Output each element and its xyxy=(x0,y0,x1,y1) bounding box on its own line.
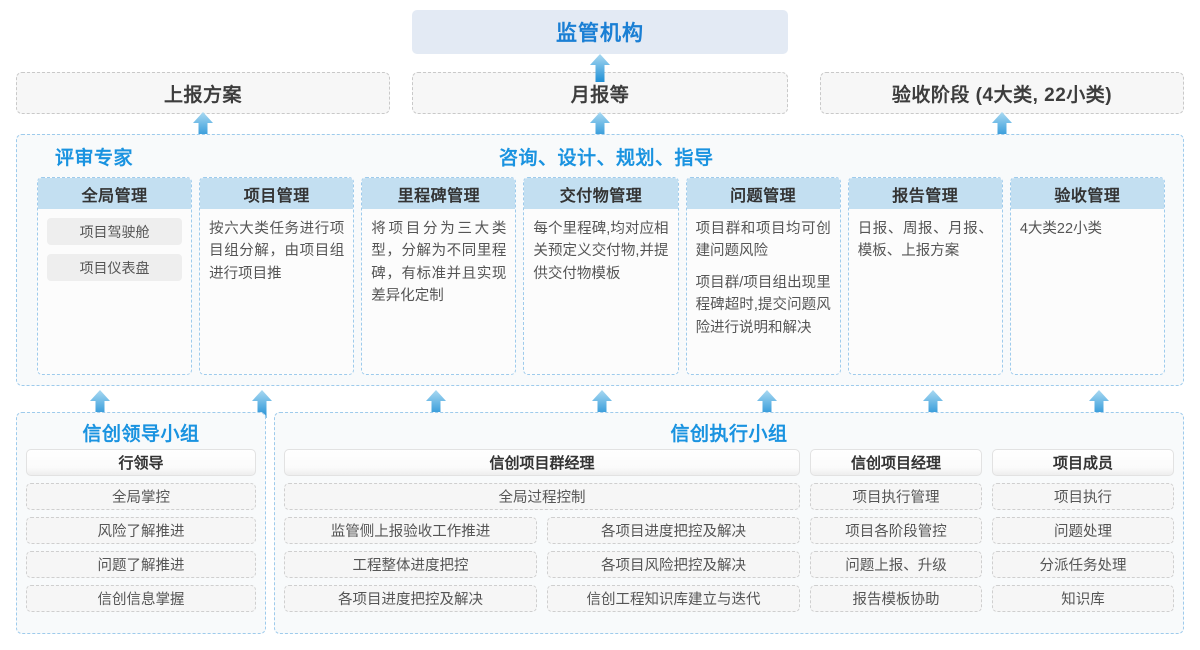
task-item: 信创信息掌握 xyxy=(26,585,256,612)
task-item: 项目各阶段管控 xyxy=(810,517,982,544)
card-chip: 项目仪表盘 xyxy=(47,254,183,281)
management-card-header: 项目管理 xyxy=(200,178,354,209)
management-card-list: 全局管理项目驾驶舱项目仪表盘项目管理按六大类任务进行项目组分解，由项目组进行项目… xyxy=(37,177,1165,375)
task-item: 信创工程知识库建立与迭代 xyxy=(547,585,800,612)
arrow-up-icon xyxy=(756,390,778,418)
management-card: 项目管理按六大类任务进行项目组分解，由项目组进行项目推 xyxy=(199,177,355,375)
task-item: 知识库 xyxy=(992,585,1174,612)
report-box-monthly-label: 月报等 xyxy=(570,84,630,106)
project-manager-role: 信创项目经理 xyxy=(810,449,982,476)
task-item: 分派任务处理 xyxy=(992,551,1174,578)
management-card-body: 按六大类任务进行项目组分解，由项目组进行项目推 xyxy=(200,209,353,374)
project-manager-task-list: 项目执行管理项目各阶段管控问题上报、升级报告模板协助 xyxy=(810,483,982,612)
management-card-header: 问题管理 xyxy=(686,178,840,209)
task-item: 各项目进度把控及解决 xyxy=(284,585,537,612)
report-box-acceptance: 验收阶段 (4大类, 22小类) xyxy=(820,72,1184,114)
project-member-task-list: 项目执行问题处理分派任务处理知识库 xyxy=(992,483,1174,612)
task-item: 全局掌控 xyxy=(26,483,256,510)
exec-group-panel: 信创执行小组 信创项目群经理 全局过程控制 监管侧上报验收工作推进工程整体进度把… xyxy=(274,412,1184,634)
management-card-header: 报告管理 xyxy=(848,178,1002,209)
task-item: 工程整体进度把控 xyxy=(284,551,537,578)
management-card-body: 项目群和项目均可创建问题风险项目群/项目组出现里程碑超时,提交问题风险进行说明和… xyxy=(687,209,840,374)
project-member-column: 项目成员 项目执行问题处理分派任务处理知识库 xyxy=(992,449,1174,612)
arrow-up-icon xyxy=(991,112,1013,140)
management-card-body: 项目驾驶舱项目仪表盘 xyxy=(38,209,191,374)
task-item: 各项目风险把控及解决 xyxy=(547,551,800,578)
arrow-up-icon xyxy=(1088,390,1110,418)
program-manager-column: 信创项目群经理 全局过程控制 监管侧上报验收工作推进工程整体进度把控各项目进度把… xyxy=(284,449,800,612)
arrow-up-icon xyxy=(589,54,611,82)
arrow-up-icon xyxy=(251,390,273,418)
band-title-review-experts: 评审专家 xyxy=(55,148,134,169)
management-card-body: 4大类22小类 xyxy=(1011,209,1164,374)
task-item: 问题了解推进 xyxy=(26,551,256,578)
card-paragraph: 将项目分为三大类型，分解为不同里程碑，有标准并且实现差异化定制 xyxy=(371,221,507,305)
arrow-up-icon xyxy=(591,390,613,418)
arrow-up-icon xyxy=(922,390,944,418)
leader-task-list: 全局掌控风险了解推进问题了解推进信创信息掌握 xyxy=(26,483,256,612)
task-item: 风险了解推进 xyxy=(26,517,256,544)
management-card: 验收管理 4大类22小类 xyxy=(1009,177,1165,375)
task-item: 项目执行管理 xyxy=(810,483,982,510)
management-card-body: 每个里程碑,均对应相关预定义交付物,并提供交付物模板 xyxy=(524,209,677,374)
card-paragraph: 4大类22小类 xyxy=(1019,221,1103,237)
leader-group-panel: 信创领导小组 行领导 全局掌控风险了解推进问题了解推进信创信息掌握 xyxy=(16,412,266,634)
report-box-plan: 上报方案 xyxy=(16,72,390,114)
project-manager-column: 信创项目经理 项目执行管理项目各阶段管控问题上报、升级报告模板协助 xyxy=(810,449,982,612)
arrow-up-icon xyxy=(589,112,611,140)
task-item: 各项目进度把控及解决 xyxy=(547,517,800,544)
management-card-header: 里程碑管理 xyxy=(362,178,516,209)
card-chip: 项目驾驶舱 xyxy=(47,218,183,245)
management-card: 里程碑管理将项目分为三大类型，分解为不同里程碑，有标准并且实现差异化定制 xyxy=(361,177,517,375)
task-item: 问题处理 xyxy=(992,517,1174,544)
exec-group-title: 信创执行小组 xyxy=(670,424,788,445)
program-manager-role: 信创项目群经理 xyxy=(284,449,800,476)
management-card-body: 日报、周报、月报、模板、上报方案 xyxy=(849,209,1002,374)
card-paragraph: 按六大类任务进行项目组分解，由项目组进行项目推 xyxy=(209,221,345,282)
task-item: 项目执行 xyxy=(992,483,1174,510)
management-band: 评审专家 咨询、设计、规划、指导 全局管理项目驾驶舱项目仪表盘项目管理按六大类任… xyxy=(16,134,1184,386)
management-card-header: 全局管理 xyxy=(38,178,192,209)
card-paragraph: 项目群和项目均可创建问题风险 xyxy=(695,221,831,260)
management-card-header: 验收管理 xyxy=(1010,178,1164,209)
project-member-role: 项目成员 xyxy=(992,449,1174,476)
management-card: 报告管理日报、周报、月报、模板、上报方案 xyxy=(847,177,1003,375)
management-card: 交付物管理每个里程碑,均对应相关预定义交付物,并提供交付物模板 xyxy=(523,177,679,375)
program-manager-left-task-list: 监管侧上报验收工作推进工程整体进度把控各项目进度把控及解决 xyxy=(284,517,537,612)
management-card: 全局管理项目驾驶舱项目仪表盘 xyxy=(37,177,193,375)
task-item: 报告模板协助 xyxy=(810,585,982,612)
leader-group-title: 信创领导小组 xyxy=(82,424,200,445)
management-card-body: 将项目分为三大类型，分解为不同里程碑，有标准并且实现差异化定制 xyxy=(362,209,515,374)
report-box-acceptance-label: 验收阶段 (4大类, 22小类) xyxy=(891,84,1113,106)
regulator-label: 监管机构 xyxy=(556,22,644,45)
program-manager-right-task-list: 各项目进度把控及解决各项目风险把控及解决信创工程知识库建立与迭代 xyxy=(547,517,800,612)
task-item: 监管侧上报验收工作推进 xyxy=(284,517,537,544)
program-manager-full-task: 全局过程控制 xyxy=(284,483,800,510)
band-title-consulting: 咨询、设计、规划、指导 xyxy=(499,148,714,169)
task-item: 问题上报、升级 xyxy=(810,551,982,578)
card-paragraph: 每个里程碑,均对应相关预定义交付物,并提供交付物模板 xyxy=(533,221,669,282)
card-paragraph: 日报、周报、月报、模板、上报方案 xyxy=(857,221,993,260)
card-paragraph: 项目群/项目组出现里程碑超时,提交问题风险进行说明和解决 xyxy=(695,274,831,336)
management-card-header: 交付物管理 xyxy=(524,178,678,209)
regulator-box: 监管机构 xyxy=(412,10,788,54)
arrow-up-icon xyxy=(425,390,447,418)
arrow-up-icon xyxy=(192,112,214,140)
leader-group-role: 行领导 xyxy=(26,449,256,476)
arrow-up-icon xyxy=(89,390,111,418)
management-card: 问题管理项目群和项目均可创建问题风险项目群/项目组出现里程碑超时,提交问题风险进… xyxy=(685,177,841,375)
report-box-plan-label: 上报方案 xyxy=(163,84,242,106)
